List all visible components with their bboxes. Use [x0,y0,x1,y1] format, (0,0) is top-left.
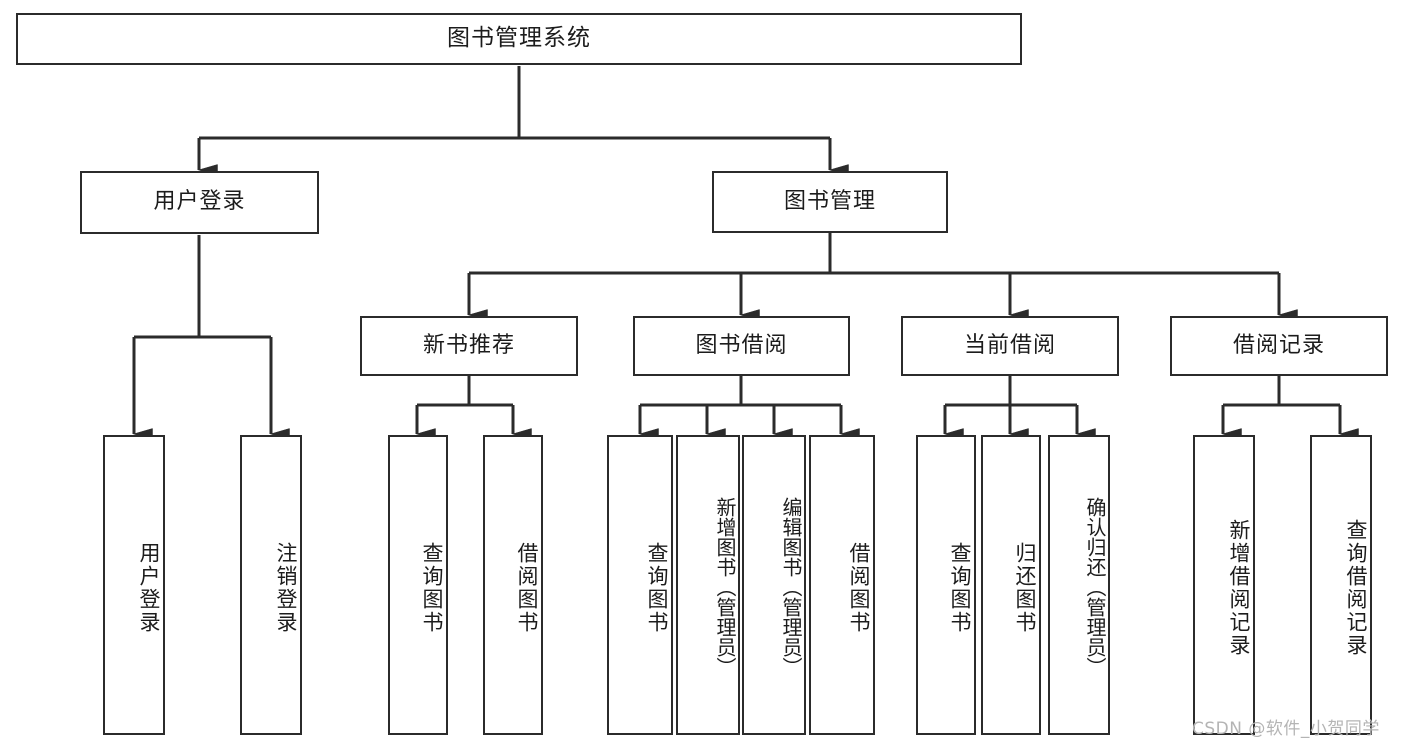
node-label: 确认归还（管理员） [1083,497,1107,677]
node-label: 用户登录 [153,189,246,215]
node-leaf-query-book-current[interactable]: 查询图书 [916,435,976,735]
node-label: 用户登录 [137,542,161,634]
node-label: 借阅记录 [1232,332,1325,358]
node-label: 编辑图书（管理员） [779,497,803,677]
node-user-login[interactable]: 用户登录 [80,171,319,234]
node-label: 查询借阅记录 [1344,519,1368,657]
node-label: 查询图书 [420,542,444,634]
node-label: 注销登录 [274,542,298,634]
csdn-watermark: CSDN @软件_小贺同学 [1192,719,1380,739]
node-leaf-query-book-recommend[interactable]: 查询图书 [388,435,448,735]
node-leaf-borrow-book-borrow[interactable]: 借阅图书 [809,435,875,735]
node-label: 图书管理系统 [447,25,591,52]
node-label: 图书借阅 [695,332,788,358]
node-leaf-add-book-admin[interactable]: 新增图书（管理员） [676,435,740,735]
node-label: 借阅图书 [847,542,871,634]
node-label: 查询图书 [645,542,669,634]
node-leaf-query-borrow-record[interactable]: 查询借阅记录 [1310,435,1372,735]
node-label: 图书管理 [783,188,876,214]
node-label: 查询图书 [948,542,972,634]
node-book-borrow[interactable]: 图书借阅 [633,316,850,376]
node-current-borrow[interactable]: 当前借阅 [901,316,1119,376]
node-borrow-record[interactable]: 借阅记录 [1170,316,1388,376]
node-new-book-recommend[interactable]: 新书推荐 [360,316,578,376]
node-leaf-user-login[interactable]: 用户登录 [103,435,165,735]
node-label: 新书推荐 [422,332,515,358]
node-leaf-edit-book-admin[interactable]: 编辑图书（管理员） [742,435,806,735]
node-label: 新增借阅记录 [1227,519,1251,657]
node-book-management[interactable]: 图书管理 [712,171,948,233]
node-leaf-return-book[interactable]: 归还图书 [981,435,1041,735]
node-label: 借阅图书 [515,542,539,634]
node-root-book-management-system[interactable]: 图书管理系统 [16,13,1022,65]
node-leaf-query-book-borrow[interactable]: 查询图书 [607,435,673,735]
node-label: 当前借阅 [963,332,1056,358]
node-leaf-confirm-return-admin[interactable]: 确认归还（管理员） [1048,435,1110,735]
node-leaf-borrow-book-recommend[interactable]: 借阅图书 [483,435,543,735]
node-leaf-logout-login[interactable]: 注销登录 [240,435,302,735]
node-label: 归还图书 [1013,542,1037,634]
node-leaf-add-borrow-record[interactable]: 新增借阅记录 [1193,435,1255,735]
node-label: 新增图书（管理员） [713,497,737,677]
